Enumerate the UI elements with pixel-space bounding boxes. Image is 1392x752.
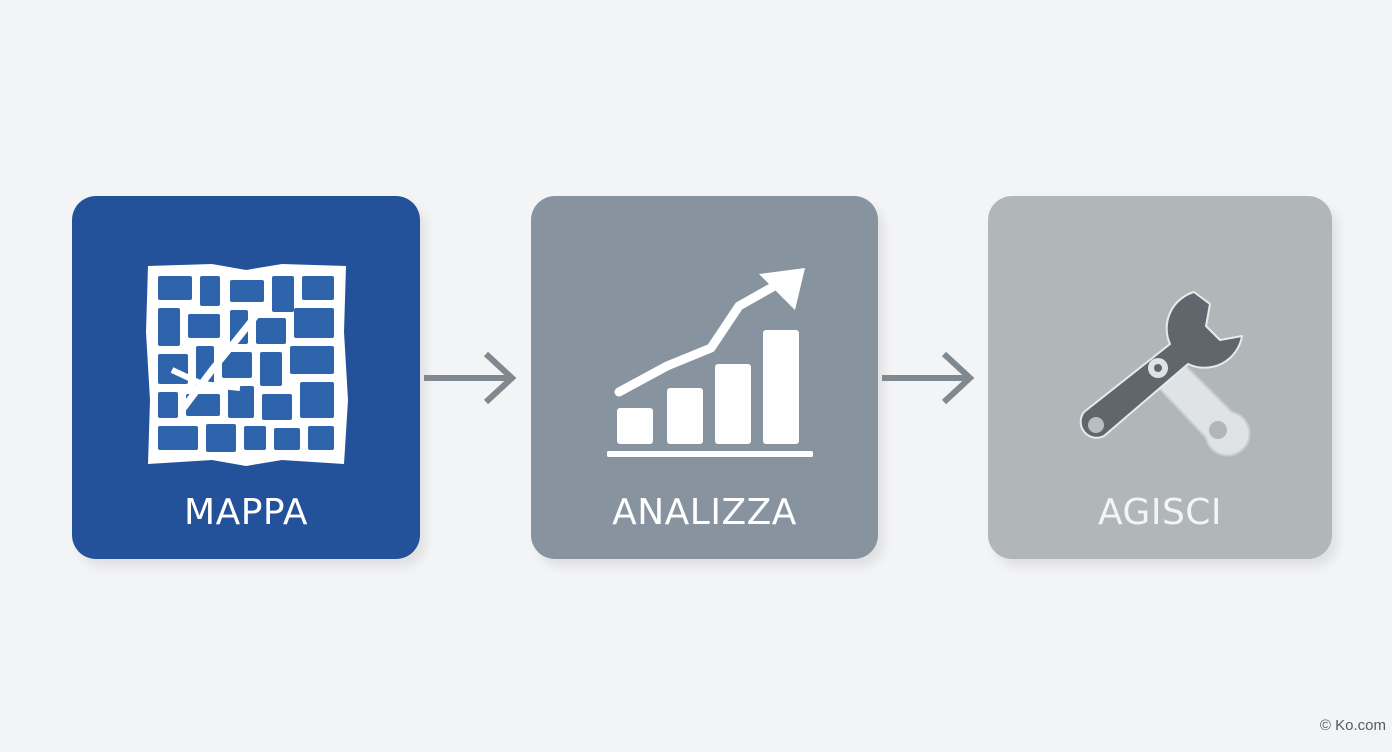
arrow-right-icon [882, 351, 975, 405]
step-card-agisci: AGISCI [988, 196, 1332, 559]
step-label-mappa: MAPPA [184, 492, 308, 533]
wrench-icon [1079, 291, 1251, 457]
map-icon [146, 264, 348, 466]
copyright-text: © Ko.com [1319, 717, 1386, 734]
chart-growth-icon [607, 268, 813, 457]
step-label-agisci: AGISCI [1097, 492, 1223, 533]
step-label-analizza: ANALIZZA [612, 492, 797, 533]
arrow-right-icon [424, 351, 517, 405]
step-card-mappa: MAPPA [72, 196, 420, 559]
step-card-analizza: ANALIZZA [531, 196, 878, 559]
